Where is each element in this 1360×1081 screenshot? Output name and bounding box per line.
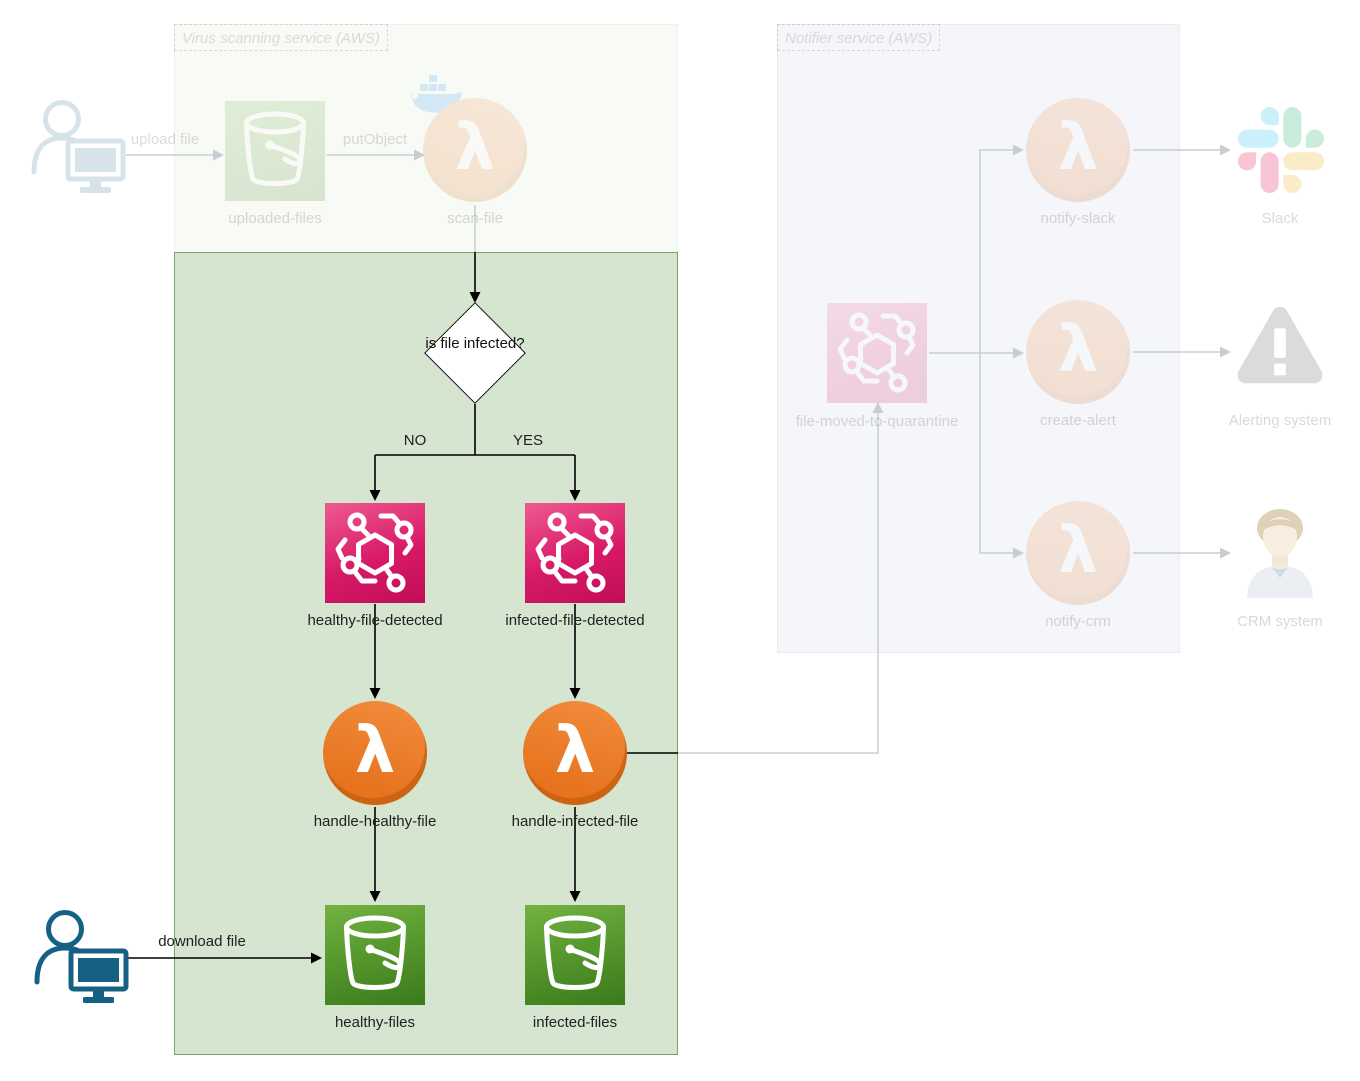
handle-healthy-file-label: handle-healthy-file [313,813,437,830]
infected-file-detected-label: infected-file-detected [505,612,645,629]
s3-bucket-icon [544,915,606,990]
crm-system-label: CRM system [1237,613,1323,630]
healthy-file-detected-label: healthy-file-detected [307,612,443,629]
handle-healthy-file-lambda: λ [323,701,427,805]
infected-file-detected-node [525,503,625,603]
healthy-file-detected-node [325,503,425,603]
warning-triangle-icon [1237,306,1323,384]
slack-logo-icon [1238,107,1324,193]
crm-person-avatar-icon [1235,502,1325,600]
handle-infected-file-lambda: λ [523,701,627,805]
handle-infected-file-label: handle-infected-file [511,813,639,830]
lambda-icon: λ [354,714,396,788]
yes-branch-label: YES [512,432,543,449]
notifier-service-container [777,24,1180,653]
event-molecule-icon [535,512,614,593]
s3-bucket-icon [344,915,406,990]
download-file-edge-label: download file [158,933,246,950]
lambda-icon: λ [554,714,596,788]
downloading-user-icon [28,903,133,1008]
slack-label: Slack [1261,210,1299,227]
infected-files-label: infected-files [532,1014,618,1031]
event-molecule-icon [335,512,414,593]
decision-question: is file infected? [425,335,525,352]
virus-scanning-container-faded-top [174,24,678,252]
healthy-files-label: healthy-files [334,1014,416,1031]
infected-files-bucket [525,905,625,1005]
alerting-system-label: Alerting system [1228,412,1332,429]
healthy-files-bucket [325,905,425,1005]
uploading-user-icon [25,93,130,198]
alerting-system-node [1231,299,1329,393]
no-branch-label: NO [403,432,427,449]
